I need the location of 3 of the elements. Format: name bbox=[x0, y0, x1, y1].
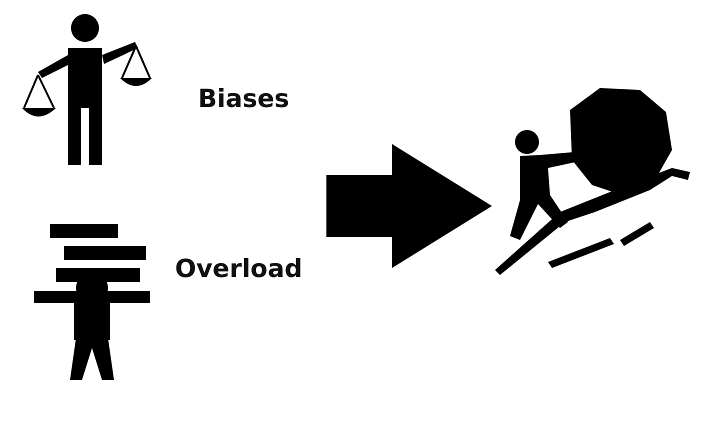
biases-label: Biases bbox=[198, 84, 290, 113]
block-arrow bbox=[326, 144, 492, 268]
overload-label: Overload bbox=[175, 254, 302, 283]
